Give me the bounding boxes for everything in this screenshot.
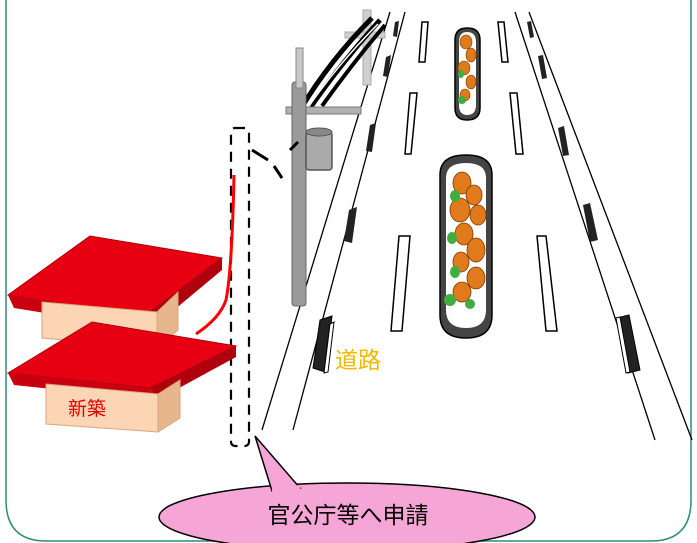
planter-icon xyxy=(454,27,481,121)
road xyxy=(261,11,693,441)
callout-text: 官公庁等へ申請 xyxy=(267,503,429,529)
red-cable xyxy=(195,174,236,336)
house-label: 新築 xyxy=(68,398,107,420)
utility-pole-icon xyxy=(251,9,387,307)
conduit-dashed-line xyxy=(229,126,251,448)
callout-bubble xyxy=(158,435,536,543)
road-studs-right xyxy=(527,21,641,374)
house-icon xyxy=(6,235,238,433)
road-studs-left xyxy=(312,21,399,374)
planter-icon xyxy=(439,154,493,339)
transformer-icon xyxy=(305,127,333,171)
road-label: 道路 xyxy=(335,348,381,374)
